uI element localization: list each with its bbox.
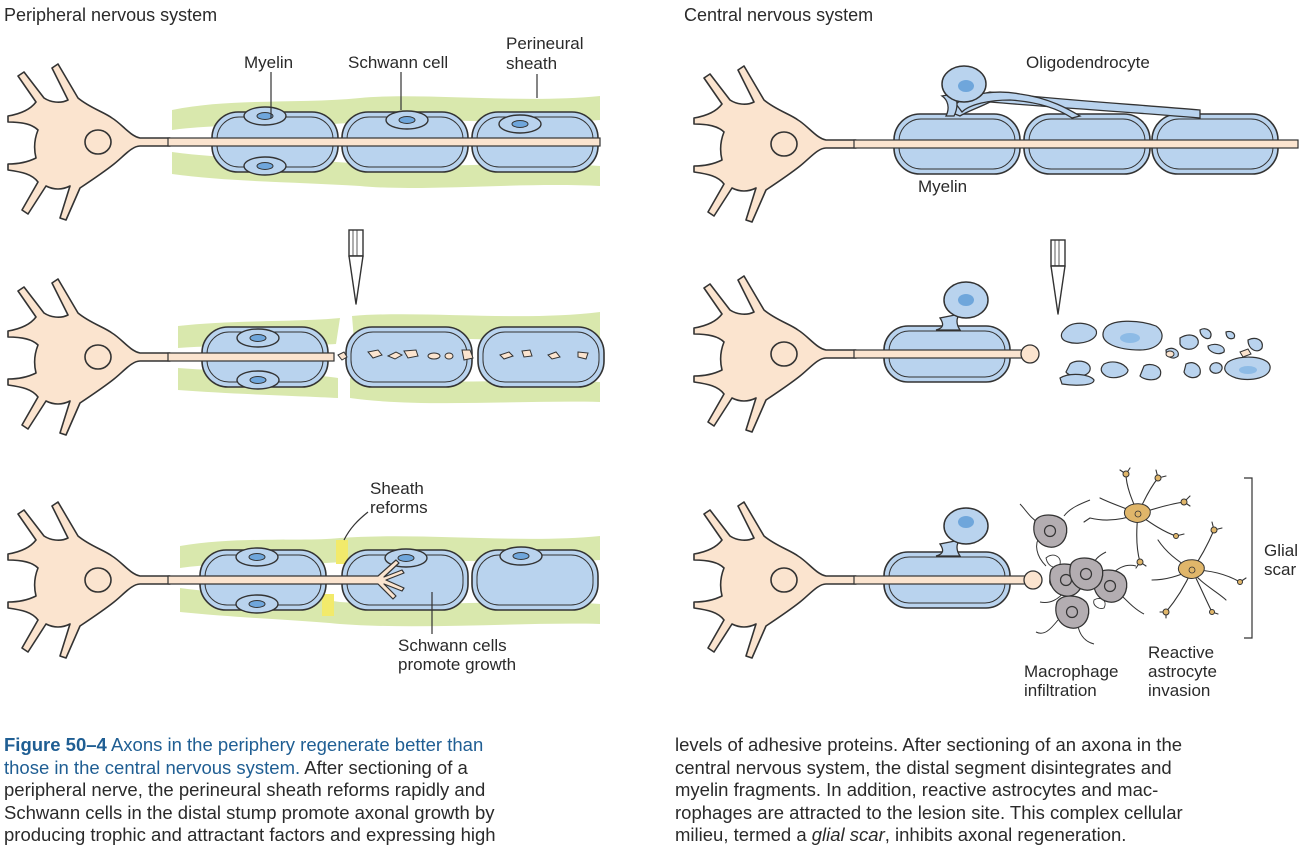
macrophage <box>1033 514 1068 548</box>
label-oligodendrocyte: Oligodendrocyte <box>1026 53 1150 72</box>
label-astrocyte-1: Reactive <box>1148 643 1214 662</box>
oligodendrocyte-nucleus <box>958 80 974 92</box>
neuron-soma <box>7 63 171 221</box>
label-perineural: Perineural <box>506 34 584 53</box>
caption-text: milieu, termed a <box>675 824 812 846</box>
sheath-reforming <box>336 540 348 564</box>
axon <box>167 137 601 147</box>
caption-text: peripheral nerve, the perineural sheath … <box>4 779 486 801</box>
label-myelin: Myelin <box>244 53 293 72</box>
schwann-nucleus <box>235 594 279 614</box>
neuron-soma <box>7 501 171 659</box>
label-sheath-reforms-2: reforms <box>370 498 428 517</box>
regeneration-diagram: Peripheral nervous system Central nervou… <box>4 5 1299 700</box>
astrocyte-nucleus <box>1188 566 1196 574</box>
figure-headline: those in the central nervous system. <box>4 756 301 778</box>
label-schwann-promote-1: Schwann cells <box>398 636 507 655</box>
neuron-soma <box>693 275 857 433</box>
caption-text: Schwann cells in the distal stump promot… <box>4 801 495 823</box>
oligodendrocyte-nucleus <box>958 294 974 306</box>
fragment-nucleus <box>1120 333 1140 343</box>
caption-text: levels of adhesive proteins. After secti… <box>675 734 1183 755</box>
label-macrophage-2: infiltration <box>1024 681 1097 700</box>
astrocyte-nucleus <box>1134 510 1142 518</box>
neuron-soma <box>693 65 857 223</box>
pns-heading: Peripheral nervous system <box>4 5 217 25</box>
pns-row-cut <box>7 229 605 436</box>
retraction-bulb <box>1023 570 1043 590</box>
cns-row-glial-scar: Glial scar Macrophage infiltration React… <box>693 467 1298 700</box>
axon-debris <box>1165 348 1252 358</box>
schwann-nucleus <box>236 328 280 348</box>
label-sheath: sheath <box>506 54 557 73</box>
axon-debris <box>337 349 589 361</box>
fragment-nucleus <box>1239 366 1257 374</box>
pns-row-intact: Myelin Schwann cell Perineural sheath <box>7 34 601 221</box>
axon-proximal <box>853 349 1025 359</box>
myelin-fragments <box>1059 320 1271 386</box>
caption-text: , inhibits axonal regeneration. <box>884 824 1127 846</box>
retraction-bulb <box>1020 344 1040 364</box>
label-astrocyte-2: astrocyte <box>1148 662 1217 681</box>
macrophage <box>1069 557 1104 591</box>
caption-text: After sectioning of a <box>300 756 468 778</box>
astrocyte-bodies <box>1122 470 1243 616</box>
axon <box>853 139 1299 149</box>
schwann-nucleus <box>243 156 287 176</box>
schwann-nucleus <box>235 547 279 567</box>
regenerating-axon <box>167 559 405 600</box>
cns-heading: Central nervous system <box>684 5 873 25</box>
label-glial-scar-2: scar <box>1264 560 1296 579</box>
cns-row-cut <box>693 239 1271 433</box>
cns-row-intact: Oligodendrocyte Myelin <box>693 53 1299 223</box>
label-macrophage-1: Macrophage <box>1024 662 1119 681</box>
caption-text: myelin fragments. In addition, reactive … <box>675 779 1159 801</box>
axon-proximal <box>853 575 1029 585</box>
glial-scar-term: glial scar <box>811 824 885 846</box>
glial-scar-bracket <box>1244 477 1253 639</box>
label-schwann-cell: Schwann cell <box>348 53 448 72</box>
axon-proximal <box>167 352 335 362</box>
scalpel-icon <box>348 229 364 305</box>
schwann-nucleus <box>499 546 543 566</box>
label-astrocyte-3: invasion <box>1148 681 1210 700</box>
macrophage <box>1055 595 1090 629</box>
schwann-nucleus <box>243 106 287 126</box>
neuron-soma <box>693 501 857 659</box>
sheath-reforming <box>322 594 334 616</box>
scalpel-icon <box>1050 239 1066 315</box>
label-glial-scar-1: Glial <box>1264 541 1298 560</box>
schwann-nucleus <box>498 114 542 134</box>
caption-text: central nervous system, the distal segme… <box>675 756 1172 778</box>
figure-caption-right: levels of adhesive proteins. After secti… <box>675 734 1295 847</box>
oligodendrocyte-nucleus <box>958 516 974 528</box>
caption-text: producing trophic and attractant factors… <box>4 824 496 846</box>
figure-headline: Axons in the periphery regenerate better… <box>106 734 484 755</box>
label-schwann-promote-2: promote growth <box>398 655 516 674</box>
figure-caption-left: Figure 50–4 Axons in the periphery regen… <box>4 734 619 847</box>
schwann-nucleus <box>385 110 429 130</box>
schwann-nucleus <box>236 370 280 390</box>
neuron-soma <box>7 278 171 436</box>
label-sheath-reforms-1: Sheath <box>370 479 424 498</box>
figure-number: Figure 50–4 <box>4 734 107 755</box>
label-cns-myelin: Myelin <box>918 177 967 196</box>
caption-text: rophages are attracted to the lesion sit… <box>675 801 1183 823</box>
pns-row-regrowth: Sheath reforms Schwann cells promote gro… <box>7 479 600 674</box>
